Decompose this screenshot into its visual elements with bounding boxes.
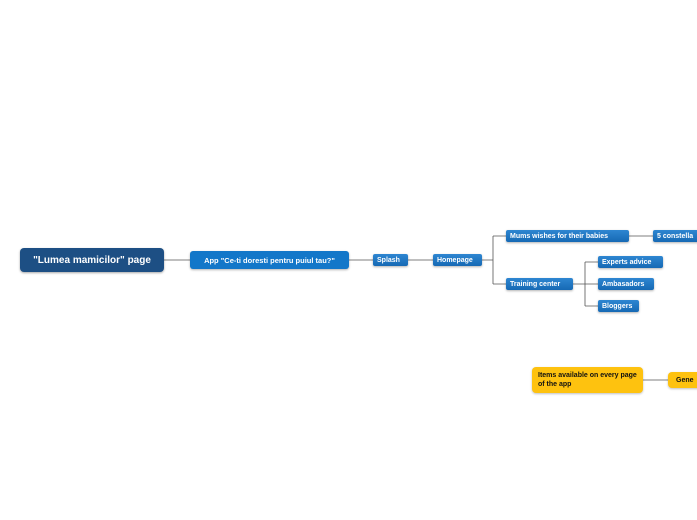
experts-advice-node[interactable]: Experts advice <box>598 256 663 268</box>
connector-training-children <box>573 261 598 307</box>
app-node[interactable]: App "Ce-ti doresti pentru puiul tau?" <box>190 251 349 269</box>
general-node[interactable]: Gene <box>668 372 697 388</box>
homepage-node[interactable]: Homepage <box>433 254 482 266</box>
bloggers-node[interactable]: Bloggers <box>598 300 639 312</box>
connector-homepage-branches <box>482 235 506 285</box>
constellations-node[interactable]: 5 constella <box>653 230 697 242</box>
mums-wishes-node[interactable]: Mums wishes for their babies <box>506 230 629 242</box>
ambasadors-node[interactable]: Ambasadors <box>598 278 654 290</box>
root-node[interactable]: "Lumea mamicilor" page <box>20 248 164 272</box>
items-every-page-node[interactable]: Items available on every page of the app <box>532 367 643 393</box>
training-center-node[interactable]: Training center <box>506 278 573 290</box>
splash-node[interactable]: Splash <box>373 254 408 266</box>
